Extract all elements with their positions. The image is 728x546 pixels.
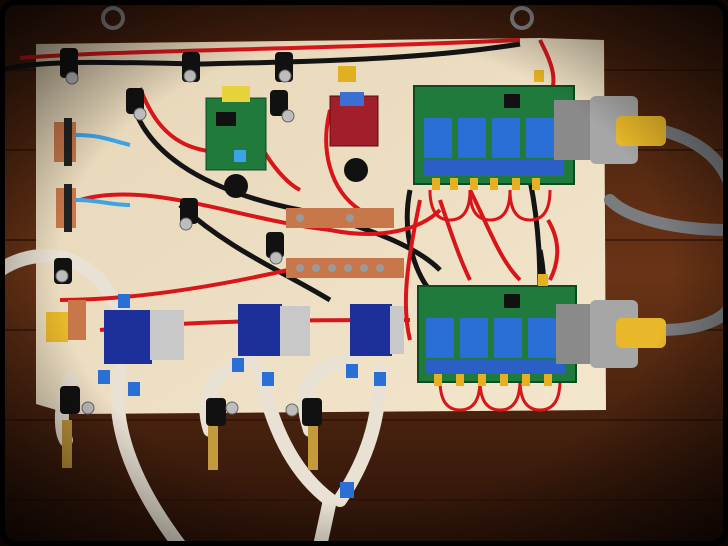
photo-illustration — [0, 0, 728, 546]
vignette — [0, 0, 728, 546]
photo-frame — [0, 0, 728, 546]
photo-scene — [0, 0, 728, 546]
